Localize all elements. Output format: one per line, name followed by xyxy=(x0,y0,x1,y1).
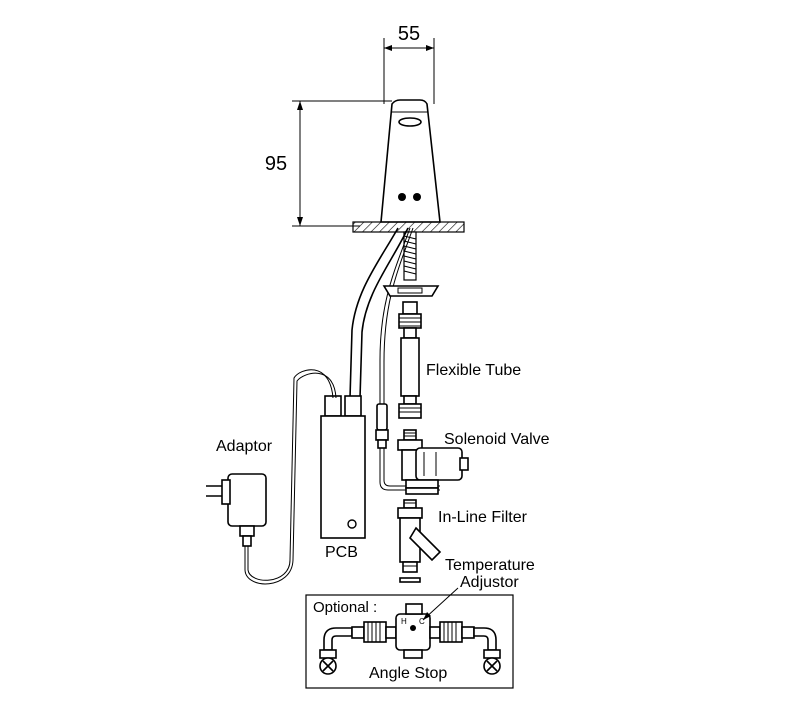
power-adaptor xyxy=(206,473,267,547)
filter-washer xyxy=(399,577,421,583)
height-dimension: 95 xyxy=(265,100,392,227)
mounting-plate xyxy=(382,285,440,297)
solenoid-valve xyxy=(397,429,469,495)
sensor-cable xyxy=(349,227,409,399)
height-dimension-label: 95 xyxy=(265,153,287,175)
width-dimension-label: 55 xyxy=(398,23,420,45)
cold-mark: C xyxy=(419,617,425,626)
optional-label: Optional : xyxy=(313,599,377,616)
inline-filter-label: In-Line Filter xyxy=(438,509,528,526)
temperature-adjustor-label-line2: Adjustor xyxy=(460,574,519,591)
flexible-tube xyxy=(398,301,422,419)
plug-connectors xyxy=(375,403,389,449)
angle-stop-label: Angle Stop xyxy=(369,665,447,682)
hot-mark: H xyxy=(401,617,407,626)
pcb-box xyxy=(320,395,366,539)
width-dimension: 55 xyxy=(383,23,435,104)
temperature-adjustor-label-line1: Temperature xyxy=(445,557,535,574)
flexible-tube-label: Flexible Tube xyxy=(426,362,521,379)
pcb-label: PCB xyxy=(325,544,358,561)
adaptor-cable xyxy=(244,369,337,585)
leader-lines xyxy=(422,587,459,621)
inline-filter xyxy=(397,499,442,573)
angle-stop-assembly: H C xyxy=(319,603,501,675)
countertop xyxy=(352,221,465,233)
valve-wire xyxy=(379,227,440,491)
solenoid-valve-label: Solenoid Valve xyxy=(444,431,550,448)
faucet-body xyxy=(380,99,441,223)
adaptor-label: Adaptor xyxy=(216,438,273,455)
